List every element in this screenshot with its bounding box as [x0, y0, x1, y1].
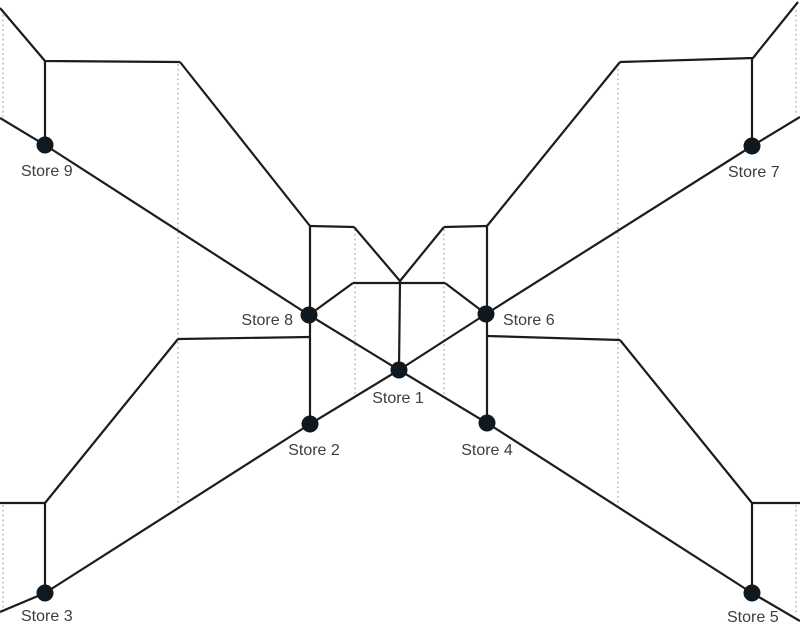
apex-left-branch-line [308, 282, 354, 316]
line-store9-store1-line [0, 117, 400, 371]
entry-top-left-line [0, 7, 181, 64]
store-6-label: Store 6 [503, 312, 555, 329]
line-store7-store1-line [398, 116, 800, 371]
store-4-label: Store 4 [461, 442, 513, 459]
left-upper-horizontal-line [309, 224, 355, 229]
right-upper-horizontal-line [443, 224, 488, 229]
store-5-label: Store 5 [727, 609, 779, 626]
line-store5-store1-line [398, 369, 753, 594]
entry-bottom-right-line [751, 592, 800, 622]
store-8-label: Store 8 [241, 312, 293, 329]
store-labels-layer: Store 1 Store 2 Store 3 Store 4 Store 5 Store… [21, 163, 780, 626]
store-8-node-dot [300, 306, 318, 324]
store-7-label: Store 7 [728, 164, 780, 181]
left-lower-steep-line [44, 338, 179, 504]
store-9-node-dot [36, 136, 54, 154]
store-9-label: Store 9 [21, 163, 73, 180]
entry-top-right-line [619, 1, 799, 64]
store-6-node-dot [477, 305, 495, 323]
store-2-label: Store 2 [288, 442, 340, 459]
left-v-arm-line [353, 226, 401, 282]
store-1-node-dot [390, 361, 408, 379]
store-4-node-dot [478, 414, 496, 432]
right-lower-steep-line [619, 339, 753, 504]
store-7-node-dot [743, 137, 761, 155]
store-1-label: Store 1 [372, 390, 424, 407]
line-store3-store1-line [44, 369, 400, 594]
apex-right-branch-line [444, 282, 487, 315]
right-upper-diagonal-line [486, 61, 621, 227]
apex-stem-line [397, 280, 402, 371]
store-5-node-dot [743, 584, 761, 602]
store-2-node-dot [301, 415, 319, 433]
store-3-node-dot [36, 584, 54, 602]
right-v-arm-line [399, 226, 445, 282]
store-3-label: Store 3 [21, 608, 73, 625]
guide-lines-layer [2, 10, 797, 614]
left-upper-diagonal-line [179, 61, 311, 227]
left-mid-horizontal-line [177, 335, 311, 341]
right-mid-horizontal-line [486, 334, 621, 342]
store-nodes-layer [36, 136, 761, 602]
